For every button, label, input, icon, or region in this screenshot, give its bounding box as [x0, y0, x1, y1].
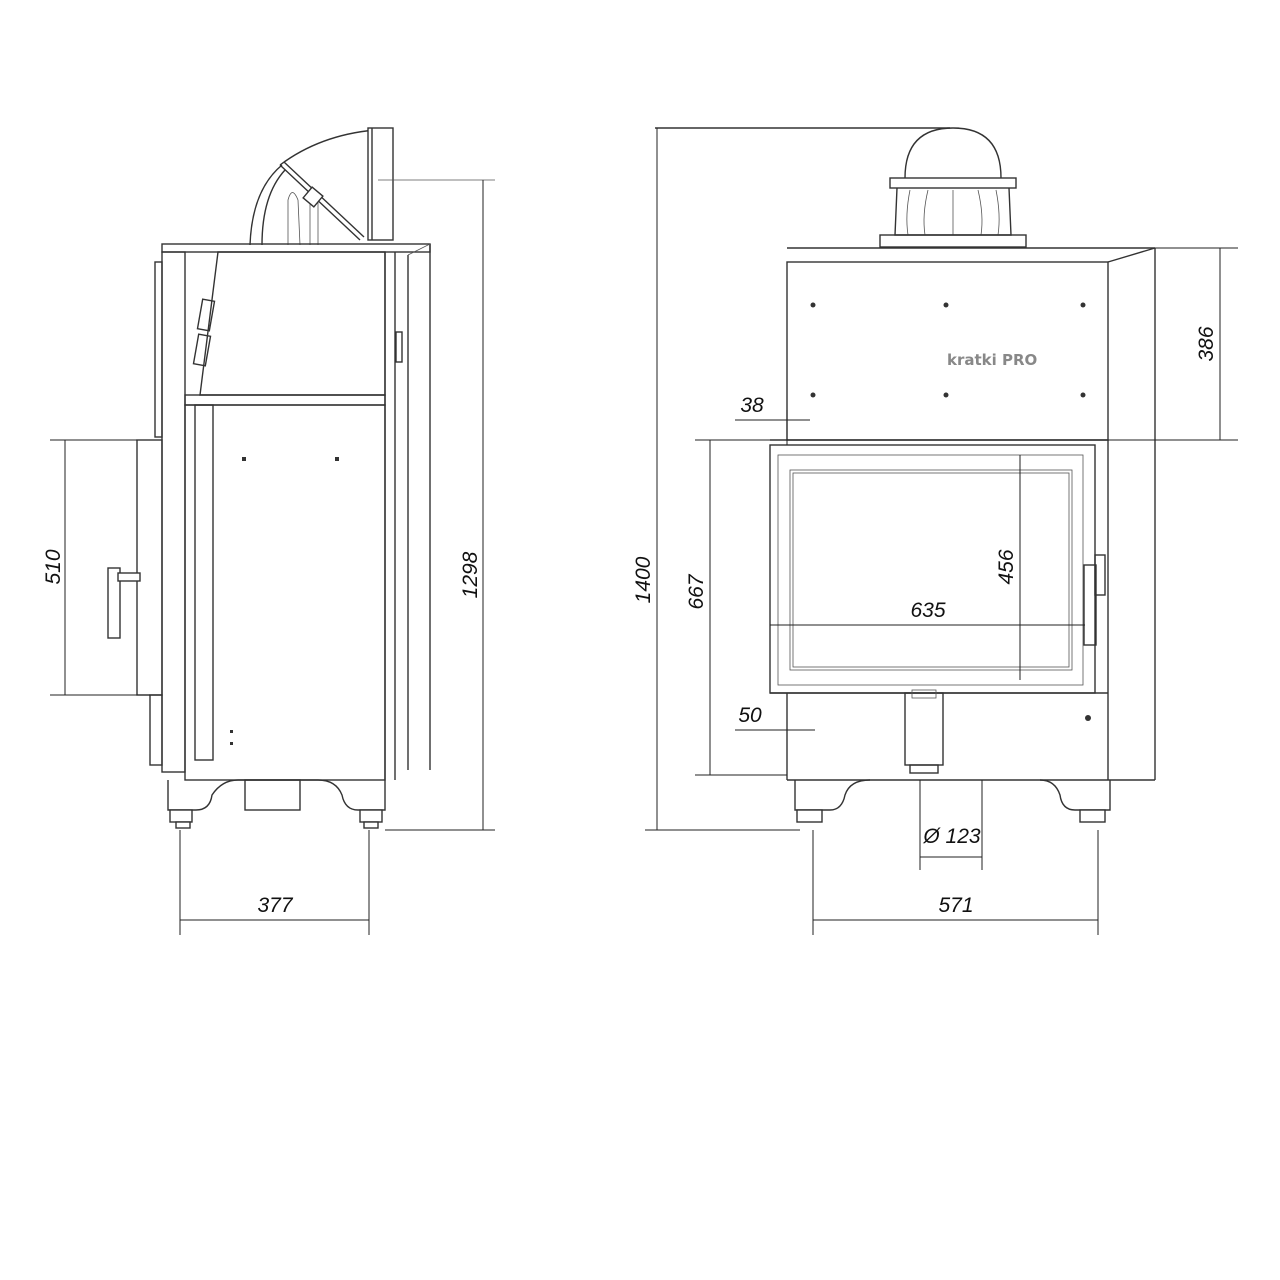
- dimension-door-height: 510: [42, 439, 150, 696]
- dimension-opening-height: 667: [685, 439, 787, 776]
- dimension-window-height: 456: [995, 455, 1021, 680]
- dimension-total-height-front: 1400: [632, 128, 800, 831]
- dimension-flue-diameter: Ø 123: [919, 780, 983, 870]
- dimension-window-width: 635: [770, 599, 1085, 626]
- flue-elbow: [279, 129, 376, 166]
- dimension-depth: 377: [179, 830, 370, 935]
- dimension-label: 50: [738, 704, 762, 727]
- dimension-label: 456: [995, 549, 1018, 584]
- dimension-top-offset: 38: [735, 394, 810, 445]
- dimension-label: 635: [910, 599, 945, 622]
- dimension-label: Ø 123: [922, 825, 981, 848]
- side-view: 377 510 1298: [42, 127, 495, 935]
- door-handle: [1083, 564, 1097, 646]
- kratki-logo: kratki PRO: [947, 351, 1037, 369]
- dimension-label: 386: [1195, 326, 1218, 361]
- door-side: [136, 439, 163, 696]
- dimension-label: 38: [740, 394, 764, 417]
- dimension-top-panel: 386: [1108, 247, 1238, 441]
- glass-door: [769, 444, 1096, 694]
- front-view: kratki PRO 1400 386: [632, 127, 1238, 935]
- foot: [169, 809, 193, 823]
- dimension-label: 377: [257, 894, 293, 917]
- dimension-total-height-side: 1298: [385, 180, 495, 831]
- dimension-label: 667: [685, 573, 708, 609]
- dimension-label: 510: [42, 549, 65, 584]
- body-side: [184, 404, 386, 781]
- foot: [359, 809, 383, 823]
- foot: [1079, 809, 1106, 823]
- foot: [796, 809, 823, 823]
- dimension-bottom-offset: 50: [735, 704, 815, 731]
- dimension-label: 571: [938, 894, 973, 917]
- door-handle: [107, 567, 121, 639]
- dimension-label: 1400: [632, 556, 655, 603]
- svg-text:kratki PRO: kratki PRO: [947, 351, 1037, 369]
- dimension-label: 1298: [459, 551, 482, 598]
- flue-dome: [904, 127, 1002, 179]
- dimension-width: 571: [812, 830, 1099, 935]
- front-frame: [161, 251, 186, 773]
- air-control: [904, 692, 944, 766]
- hood: [199, 251, 386, 396]
